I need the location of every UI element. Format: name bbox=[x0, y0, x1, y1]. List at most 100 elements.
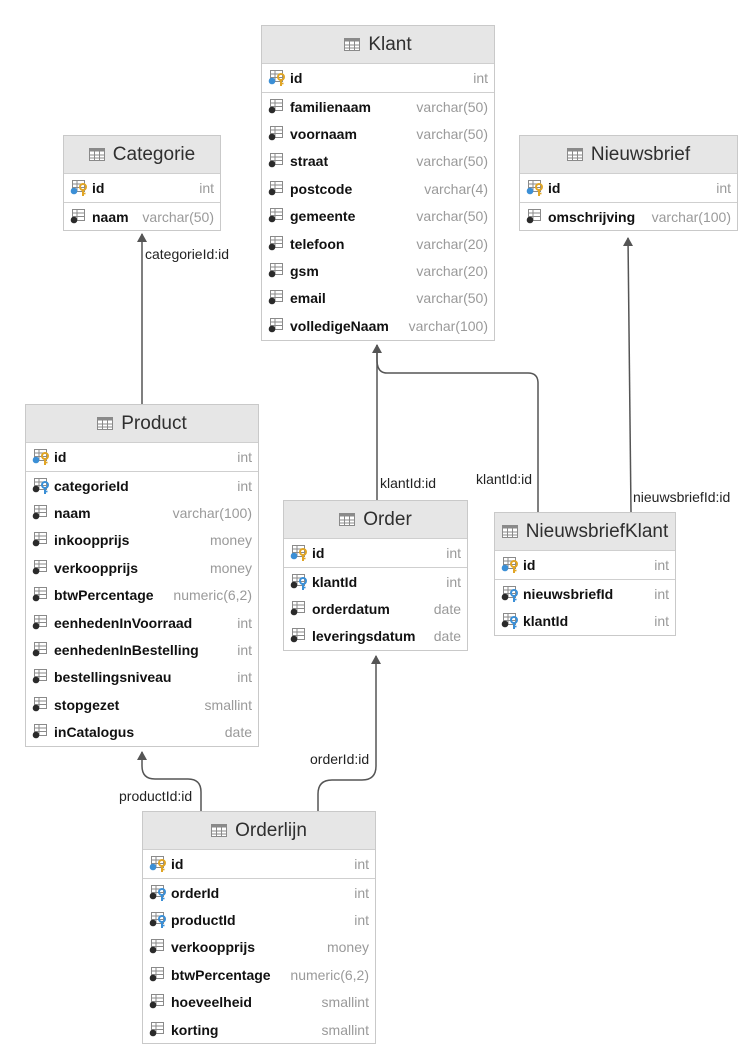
column-name: familienaam bbox=[290, 98, 371, 115]
table-icon bbox=[339, 513, 356, 526]
column-name: id bbox=[290, 70, 303, 86]
column-name: btwPercentage bbox=[54, 587, 154, 604]
column-row[interactable]: id int bbox=[262, 64, 494, 93]
table-header[interactable]: Product bbox=[26, 405, 258, 443]
table-header[interactable]: Categorie bbox=[64, 136, 220, 174]
column-name: id bbox=[548, 180, 561, 196]
column-name: leveringsdatum bbox=[312, 628, 416, 645]
table-header[interactable]: Klant bbox=[262, 26, 494, 64]
column-name: id bbox=[171, 856, 184, 872]
foreign-key-icon bbox=[289, 573, 309, 591]
column-icon bbox=[289, 627, 309, 645]
column-row[interactable]: naam varchar(100) bbox=[26, 499, 258, 526]
foreign-key-icon bbox=[148, 911, 168, 929]
column-type: varchar(50) bbox=[416, 290, 488, 307]
column-name: klantId bbox=[523, 613, 569, 630]
column-name: verkoopprijs bbox=[54, 559, 139, 576]
table-title: Nieuwsbrief bbox=[590, 143, 691, 165]
column-name: klantId bbox=[312, 573, 358, 590]
column-name: id bbox=[54, 449, 67, 465]
column-type: money bbox=[209, 532, 252, 549]
column-type: numeric(6,2) bbox=[173, 587, 252, 604]
column-icon bbox=[267, 98, 287, 116]
column-row[interactable]: id int bbox=[26, 443, 258, 472]
column-type: int bbox=[237, 477, 252, 494]
column-icon bbox=[267, 207, 287, 225]
edge-label-order-klant: klantId:id bbox=[379, 475, 438, 491]
column-type: int bbox=[237, 449, 252, 465]
column-type: varchar(100) bbox=[408, 317, 488, 334]
primary-key-icon bbox=[69, 179, 89, 197]
table-icon bbox=[88, 148, 105, 161]
table-header[interactable]: Order bbox=[284, 501, 467, 539]
column-row[interactable]: nieuwsbriefId int bbox=[495, 580, 675, 607]
column-icon bbox=[267, 262, 287, 280]
column-name: naam bbox=[54, 505, 91, 522]
edge-label-nieuwsbriefklant-klant: klantId:id bbox=[475, 471, 534, 487]
column-type: int bbox=[473, 70, 488, 86]
table-header[interactable]: Nieuwsbrief bbox=[520, 136, 737, 174]
column-row[interactable]: familienaam varchar(50) bbox=[262, 93, 494, 120]
foreign-key-icon bbox=[500, 612, 520, 630]
column-type: smallint bbox=[321, 1021, 369, 1038]
column-icon bbox=[31, 668, 51, 686]
column-row[interactable]: omschrijving varchar(100) bbox=[520, 203, 737, 230]
column-type: varchar(4) bbox=[424, 180, 488, 197]
column-name: nieuwsbriefId bbox=[523, 585, 614, 602]
table-icon bbox=[211, 824, 228, 837]
table-klant[interactable]: Klant id int familienaam varchar(50) voornaam… bbox=[261, 25, 495, 341]
column-name: straat bbox=[290, 153, 329, 170]
primary-key-icon bbox=[525, 179, 545, 197]
column-type: varchar(100) bbox=[172, 505, 252, 522]
column-name: inCatalogus bbox=[54, 724, 135, 741]
table-header[interactable]: Orderlijn bbox=[143, 812, 375, 850]
column-name: omschrijving bbox=[548, 208, 636, 225]
table-title: NieuwsbriefKlant bbox=[525, 520, 669, 542]
table-icon bbox=[344, 38, 361, 51]
column-type: int bbox=[654, 585, 669, 602]
column-row[interactable]: btwPercentage numeric(6,2) bbox=[26, 582, 258, 609]
table-header[interactable]: NieuwsbriefKlant bbox=[495, 513, 675, 551]
column-type: varchar(100) bbox=[651, 208, 731, 225]
column-type: varchar(50) bbox=[416, 98, 488, 115]
column-icon bbox=[31, 614, 51, 632]
